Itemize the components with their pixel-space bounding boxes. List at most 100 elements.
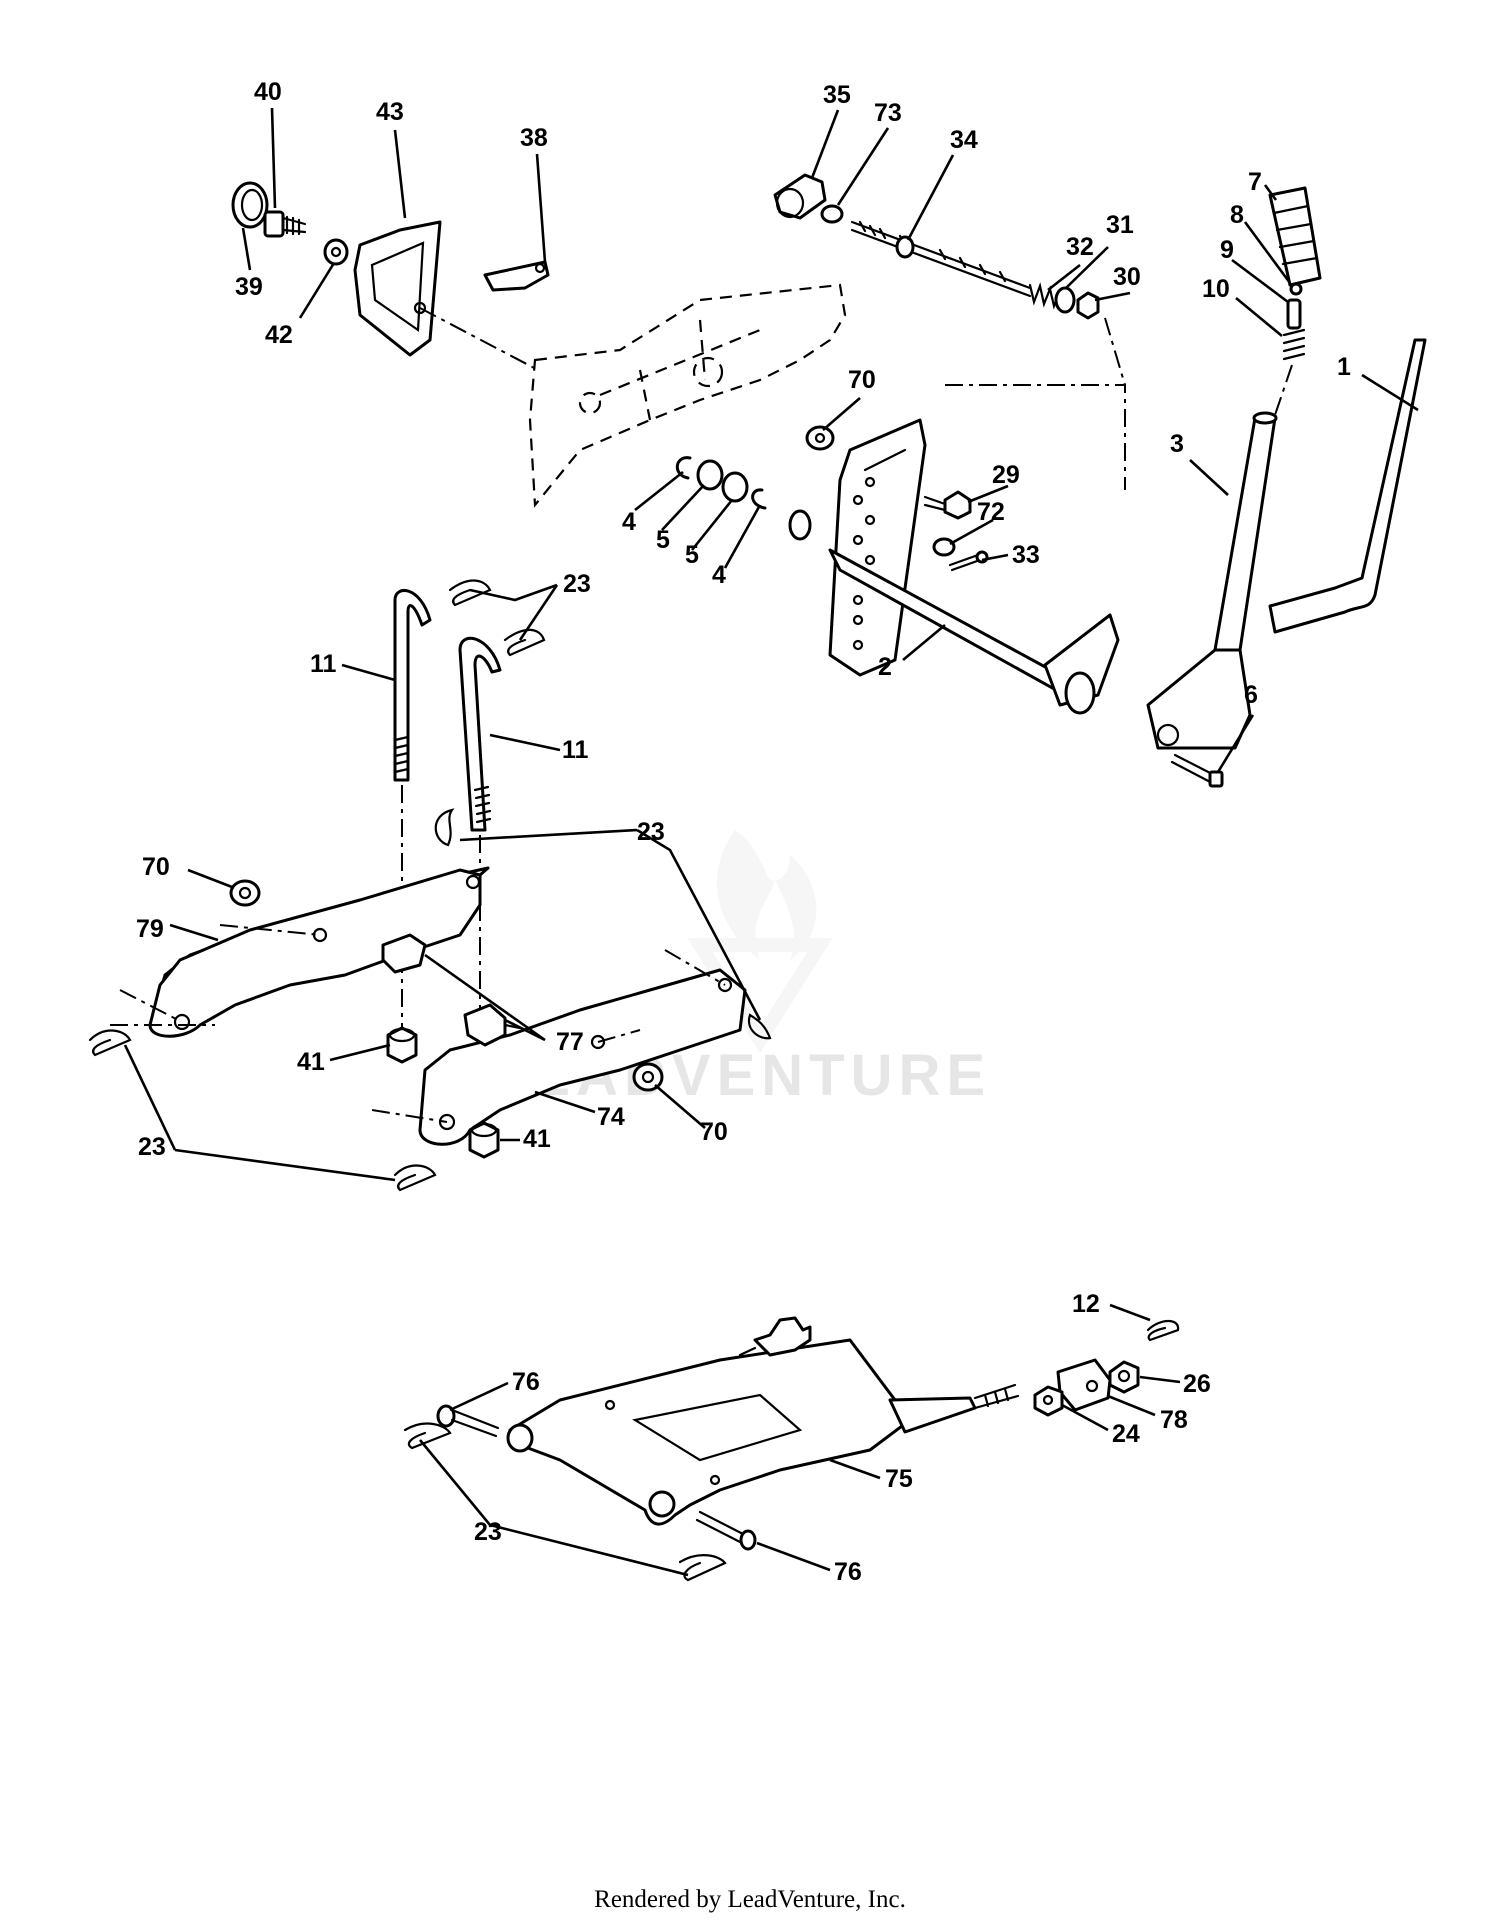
part-23-clip-f [393,1164,437,1192]
callout-40: 40 [254,78,282,106]
callout-23-bottom: 23 [138,1133,166,1161]
footer-credit: Rendered by LeadVenture, Inc. [594,1886,906,1913]
callout-39: 39 [235,273,263,301]
part-70-nut-right [632,1062,664,1092]
callout-10: 10 [1202,275,1230,303]
part-23-clip-g [403,1422,452,1450]
part-11-bolt-right [458,636,502,832]
part-32-spring [1028,282,1062,310]
callout-24: 24 [1112,1420,1140,1448]
part-9-pin [1286,298,1302,330]
callout-7: 7 [1248,168,1262,196]
part-76-bolt-lower [695,1510,757,1551]
part-30-nut [1076,291,1100,320]
callout-43: 43 [376,98,404,126]
callout-35: 35 [823,81,851,109]
part-74-link [418,968,747,1146]
callout-77: 77 [556,1028,584,1056]
callout-33: 33 [1012,541,1040,569]
callout-26: 26 [1183,1370,1211,1398]
callout-5-left: 5 [656,526,670,554]
part-39-ring [231,181,269,229]
callout-76-lower: 76 [834,1558,862,1586]
part-40-bolt [263,210,307,238]
callout-34: 34 [950,126,978,154]
part-75-plate [506,1338,1020,1526]
callout-32: 32 [1066,233,1094,261]
part-78-block [1056,1358,1112,1412]
part-77-block-right [463,1003,522,1047]
callout-11-right: 11 [562,736,589,764]
part-23-clip-d [747,1013,772,1040]
part-41-nut-right [468,1121,500,1159]
callout-2: 2 [878,653,892,681]
part-41-nut-left [386,1026,418,1064]
part-24-nut [1033,1385,1064,1417]
callout-23-mid: 23 [637,818,665,846]
callout-23-lower: 23 [474,1518,502,1546]
callout-23-top: 23 [563,570,591,598]
part-1-rod [1268,338,1427,634]
part-29-bolt [923,490,972,520]
part-79-link [148,866,490,1038]
callout-4-left: 4 [622,508,636,536]
callout-3: 3 [1170,430,1184,458]
part-72-washer [932,537,956,557]
callout-30: 30 [1113,263,1141,291]
callout-70-left: 70 [142,853,170,881]
part-43-bracket [353,220,442,357]
callout-72: 72 [977,498,1005,526]
part-70-washer-top [805,425,835,451]
leader-lines [123,107,1419,1577]
callout-29: 29 [992,461,1020,489]
part-26-nut [1108,1360,1140,1394]
callout-11-left: 11 [310,650,337,678]
part-23-clip-c [434,808,455,847]
part-2-lift-shaft [788,418,1120,715]
part-77-block-left [381,933,427,974]
callout-79: 79 [136,915,164,943]
part-4-clip-right [751,488,767,510]
callout-12: 12 [1072,1290,1100,1318]
callout-76-upper: 76 [512,1368,540,1396]
callout-5-right: 5 [685,541,699,569]
callout-41-right: 41 [523,1125,551,1153]
part-42-washer [323,238,349,266]
part-5-washer-left [696,459,724,491]
part-38-pin [483,260,550,292]
part-23-clip-e [88,1029,132,1057]
part-11-bolt-left [393,589,432,782]
callout-75: 75 [885,1465,913,1493]
callout-labels: 40 43 38 39 42 35 73 34 7 8 31 32 30 9 1… [136,78,1351,1586]
part-10-spring [1282,328,1306,361]
part-33-pin [948,550,989,572]
part-8-ball [1289,282,1303,296]
part-7-grip [1268,186,1322,287]
callout-70-right: 70 [700,1118,728,1146]
callout-38: 38 [520,124,548,152]
callout-70-top: 70 [848,366,876,394]
callout-6: 6 [1244,681,1258,709]
part-6-bolt [1170,753,1224,788]
part-70-nut-left [229,879,261,907]
callout-8: 8 [1230,201,1244,229]
callout-78: 78 [1160,1406,1188,1434]
callout-41-left: 41 [297,1048,325,1076]
callout-42: 42 [265,321,293,349]
callout-4-right: 4 [712,561,726,589]
part-5-washer-right [721,471,749,503]
part-23-clip-h [678,1554,727,1582]
callout-9: 9 [1220,236,1234,264]
part-73-nut [820,204,844,224]
frame-dashed [528,283,847,508]
callout-74: 74 [597,1103,625,1131]
part-23-clip-a [448,579,492,607]
callout-31: 31 [1106,211,1134,239]
part-3-lift-handle [1146,411,1278,750]
callout-73: 73 [874,99,902,127]
part-34-rod [850,220,1032,298]
part-31-washer [1054,286,1076,314]
part-23-clip-b [503,628,546,657]
part-12-clip [1146,1319,1180,1342]
